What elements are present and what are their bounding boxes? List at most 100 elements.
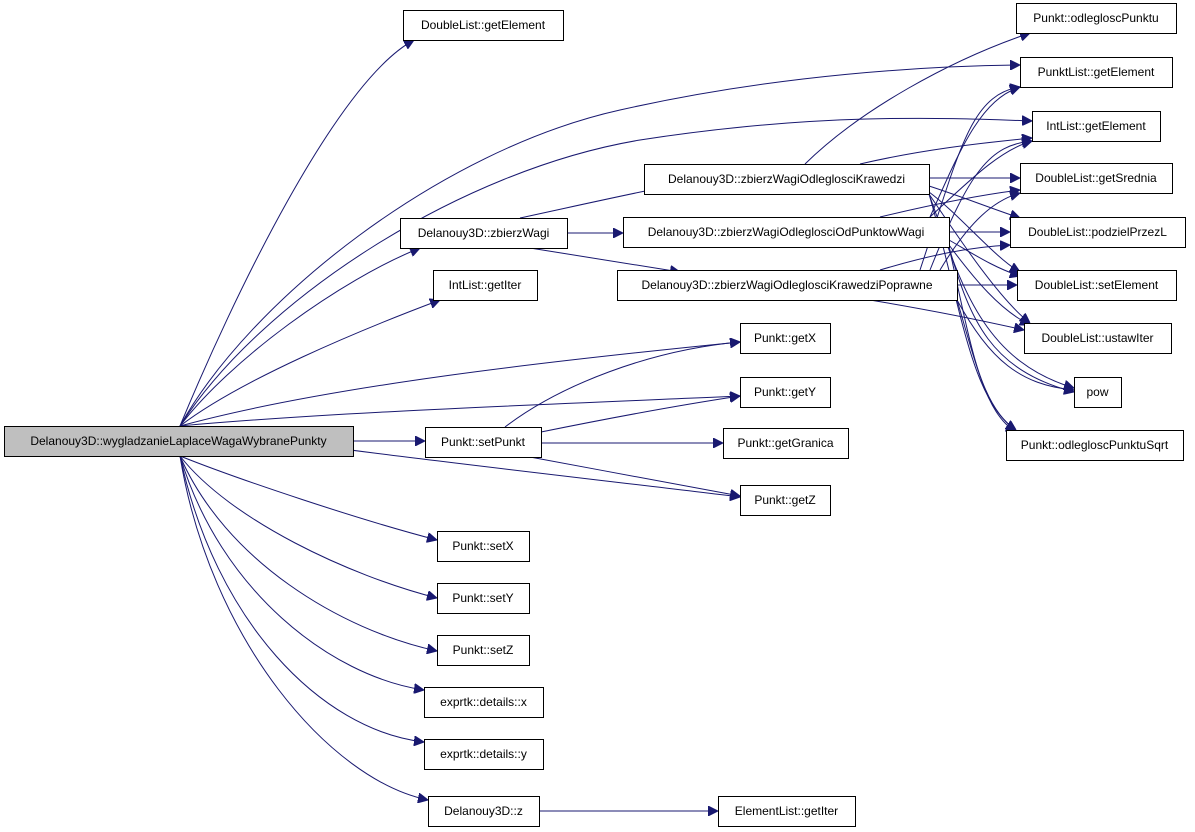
node-label: Delanouy3D::wygladzanieLaplaceWagaWybran… bbox=[30, 434, 326, 448]
node-getZ[interactable]: Punkt::getZ bbox=[740, 485, 831, 516]
node-label: Punkt::setX bbox=[452, 539, 513, 553]
node-label: Delanouy3D::zbierzWagiOdleglosciOdPunkto… bbox=[648, 225, 925, 239]
edge-zw_odp-to-il_getElement bbox=[929, 141, 1032, 218]
node-label: Delanouy3D::z bbox=[444, 804, 523, 818]
node-setY[interactable]: Punkt::setY bbox=[437, 583, 530, 614]
node-box bbox=[1006, 430, 1184, 461]
node-box bbox=[644, 164, 930, 195]
node-box bbox=[1020, 163, 1173, 194]
node-box bbox=[740, 377, 831, 408]
node-label: Punkt::setZ bbox=[453, 643, 514, 657]
node-box bbox=[740, 485, 831, 516]
node-setPunkt[interactable]: Punkt::setPunkt bbox=[425, 427, 542, 458]
node-il_getIter[interactable]: IntList::getIter bbox=[433, 270, 538, 301]
node-setX[interactable]: Punkt::setX bbox=[437, 531, 530, 562]
node-il_getElement[interactable]: IntList::getElement bbox=[1032, 111, 1161, 142]
node-getY[interactable]: Punkt::getY bbox=[740, 377, 831, 408]
node-zw_odp[interactable]: Delanouy3D::zbierzWagiOdleglosciOdPunkto… bbox=[623, 217, 950, 248]
node-d3_z[interactable]: Delanouy3D::z bbox=[428, 796, 540, 827]
node-getSrednia[interactable]: DoubleList::getSrednia bbox=[1020, 163, 1173, 194]
node-getGranica[interactable]: Punkt::getGranica bbox=[723, 428, 849, 459]
node-label: DoubleList::getElement bbox=[421, 18, 546, 32]
node-box bbox=[1010, 217, 1186, 248]
node-pl_getElement[interactable]: PunktList::getElement bbox=[1020, 57, 1173, 88]
node-odlPunktuSqrt[interactable]: Punkt::odlegloscPunktuSqrt bbox=[1006, 430, 1184, 461]
node-box bbox=[1074, 377, 1122, 408]
edge-zw_odp-to-ustawIter bbox=[948, 244, 1030, 325]
edge-root-to-getY bbox=[179, 396, 740, 427]
node-root[interactable]: Delanouy3D::wygladzanieLaplaceWagaWybran… bbox=[4, 426, 354, 457]
edge-zw_poprawne-to-odlPunktuSqrt bbox=[956, 299, 1016, 430]
node-label: Delanouy3D::zbierzWagi bbox=[418, 226, 550, 240]
node-box bbox=[1020, 57, 1173, 88]
call-edges bbox=[179, 33, 1074, 811]
node-label: Delanouy3D::zbierzWagiOdleglosciKrawedzi bbox=[668, 172, 905, 186]
edge-zw_odp-to-getSrednia bbox=[879, 190, 1020, 218]
node-box bbox=[437, 583, 530, 614]
node-label: IntList::getElement bbox=[1046, 119, 1146, 133]
node-label: Delanouy3D::zbierzWagiOdleglosciKrawedzi… bbox=[641, 278, 932, 292]
node-box bbox=[617, 270, 958, 301]
node-getX[interactable]: Punkt::getX bbox=[740, 323, 831, 354]
node-box bbox=[623, 217, 950, 248]
node-box bbox=[425, 427, 542, 458]
node-box bbox=[428, 796, 540, 827]
node-box bbox=[424, 739, 544, 770]
node-ex_y[interactable]: exprtk::details::y bbox=[424, 739, 544, 770]
edge-zw_kraw-to-odlPunktu bbox=[804, 33, 1030, 165]
edge-root-to-dl_getElement bbox=[179, 40, 414, 427]
node-box bbox=[1016, 3, 1177, 34]
edge-zw_poprawne-to-pow bbox=[956, 299, 1074, 390]
node-label: Punkt::getGranica bbox=[737, 436, 833, 450]
node-box bbox=[723, 428, 849, 459]
node-setZ[interactable]: Punkt::setZ bbox=[437, 635, 530, 666]
edge-zw_kraw-to-il_getElement bbox=[859, 138, 1032, 165]
edge-zw_odp-to-setElement bbox=[948, 239, 1020, 276]
node-box bbox=[437, 531, 530, 562]
edge-zw_poprawne-to-ustawIter bbox=[869, 299, 1024, 330]
node-label: exprtk::details::x bbox=[440, 695, 527, 709]
node-label: DoubleList::setElement bbox=[1035, 278, 1159, 292]
node-zw_poprawne[interactable]: Delanouy3D::zbierzWagiOdleglosciKrawedzi… bbox=[617, 270, 958, 301]
node-box bbox=[433, 270, 538, 301]
node-label: DoubleList::podzielPrzezL bbox=[1028, 225, 1167, 239]
node-label: Punkt::getY bbox=[754, 385, 816, 399]
edge-zw_poprawne-to-podzielPrzezL bbox=[879, 245, 1010, 271]
node-podzielPrzezL[interactable]: DoubleList::podzielPrzezL bbox=[1010, 217, 1186, 248]
node-label: Punkt::setY bbox=[452, 591, 513, 605]
node-pow[interactable]: pow bbox=[1074, 377, 1122, 408]
node-label: Punkt::getX bbox=[754, 331, 816, 345]
edge-root-to-setZ bbox=[179, 455, 437, 651]
node-ex_x[interactable]: exprtk::details::x bbox=[424, 687, 544, 718]
edge-root-to-setX bbox=[179, 455, 437, 540]
node-odlPunktu[interactable]: Punkt::odlegloscPunktu bbox=[1016, 3, 1177, 34]
edge-root-to-setY bbox=[179, 455, 437, 598]
node-setElement[interactable]: DoubleList::setElement bbox=[1017, 270, 1177, 301]
edge-zw_odp-to-pl_getElement bbox=[929, 87, 1020, 218]
edge-setPunkt-to-getZ bbox=[529, 456, 740, 496]
node-label: DoubleList::ustawIter bbox=[1041, 331, 1153, 345]
edge-zw_poprawne-to-getSrednia bbox=[939, 193, 1020, 271]
edge-zw_kraw-to-podzielPrzezL bbox=[928, 185, 1020, 218]
edge-root-to-zbierzWagi bbox=[179, 248, 420, 427]
node-label: PunktList::getElement bbox=[1038, 65, 1155, 79]
node-box bbox=[403, 10, 564, 41]
node-box bbox=[4, 426, 354, 457]
node-el_getIter[interactable]: ElementList::getIter bbox=[718, 796, 856, 827]
node-zbierzWagi[interactable]: Delanouy3D::zbierzWagi bbox=[400, 218, 568, 249]
edge-setPunkt-to-getX bbox=[504, 342, 740, 428]
edge-root-to-d3_z bbox=[179, 455, 428, 800]
node-label: exprtk::details::y bbox=[440, 747, 527, 761]
node-label: pow bbox=[1086, 385, 1108, 399]
node-label: Punkt::odlegloscPunktu bbox=[1033, 11, 1158, 25]
node-label: Punkt::getZ bbox=[754, 493, 815, 507]
edge-setPunkt-to-getY bbox=[540, 396, 740, 433]
edge-zw_kraw-to-ustawIter bbox=[928, 193, 1030, 323]
node-zw_kraw[interactable]: Delanouy3D::zbierzWagiOdleglosciKrawedzi bbox=[644, 164, 930, 195]
edge-root-to-il_getIter bbox=[179, 300, 440, 427]
node-label: Punkt::odlegloscPunktuSqrt bbox=[1021, 438, 1169, 452]
node-dl_getElement[interactable]: DoubleList::getElement bbox=[403, 10, 564, 41]
node-ustawIter[interactable]: DoubleList::ustawIter bbox=[1024, 323, 1172, 354]
edge-root-to-getX bbox=[179, 342, 740, 427]
